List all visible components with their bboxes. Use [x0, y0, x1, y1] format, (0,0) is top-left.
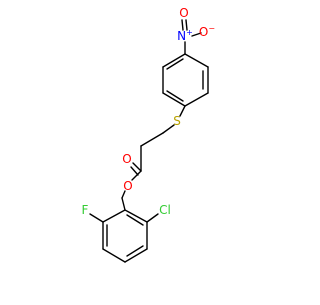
bond-ring1-inner-c	[166, 58, 184, 70]
bond-co-double-a	[132, 162, 142, 172]
atom-ester-o: O	[123, 179, 132, 193]
bond-c-o-ester	[131, 170, 142, 181]
bond-ring2-6	[102, 209, 126, 223]
bond-o-ch2	[121, 190, 126, 199]
bond-ring-f	[89, 213, 104, 223]
bond-n-o-top-a	[181, 19, 184, 31]
structure-canvas: N+ O O− S O O F Cl	[82, 6, 215, 263]
bond-n-o-top-b	[185, 19, 188, 31]
atom-carbonyl-o: O	[122, 152, 131, 166]
atom-sulfur: S	[173, 114, 181, 128]
molecule-drawing: N+ O O− S O O F Cl	[82, 6, 215, 263]
bond-n-o-right	[191, 32, 202, 37]
bond-ring1-3	[184, 92, 209, 107]
atom-nitro-o-top: O	[179, 6, 188, 20]
atom-nitro-n: N+	[177, 28, 193, 43]
bond-ring1-6	[162, 53, 186, 68]
bond-ch2-ch2	[140, 132, 164, 147]
bond-ring2-inner-a	[126, 214, 144, 226]
bond-ring2-3	[124, 248, 148, 263]
bond-ring2-4	[102, 248, 126, 263]
bond-ring-cl	[146, 213, 159, 223]
bond-s-ch2	[162, 124, 175, 134]
bond-ring-s	[179, 105, 186, 117]
atom-fluorine: F	[82, 203, 89, 217]
bond-ring2-inner-b	[126, 245, 144, 257]
bond-ch2-ring	[121, 197, 126, 211]
atom-nitro-o-right: O−	[199, 24, 215, 39]
bond-ring1-inner-b	[166, 90, 184, 102]
atom-chlorine: Cl	[159, 203, 171, 217]
bond-ring1-1	[184, 53, 209, 68]
bond-ring2-1	[124, 209, 148, 223]
bond-ring1-4	[162, 92, 186, 107]
bond-co-double-b	[130, 166, 139, 176]
